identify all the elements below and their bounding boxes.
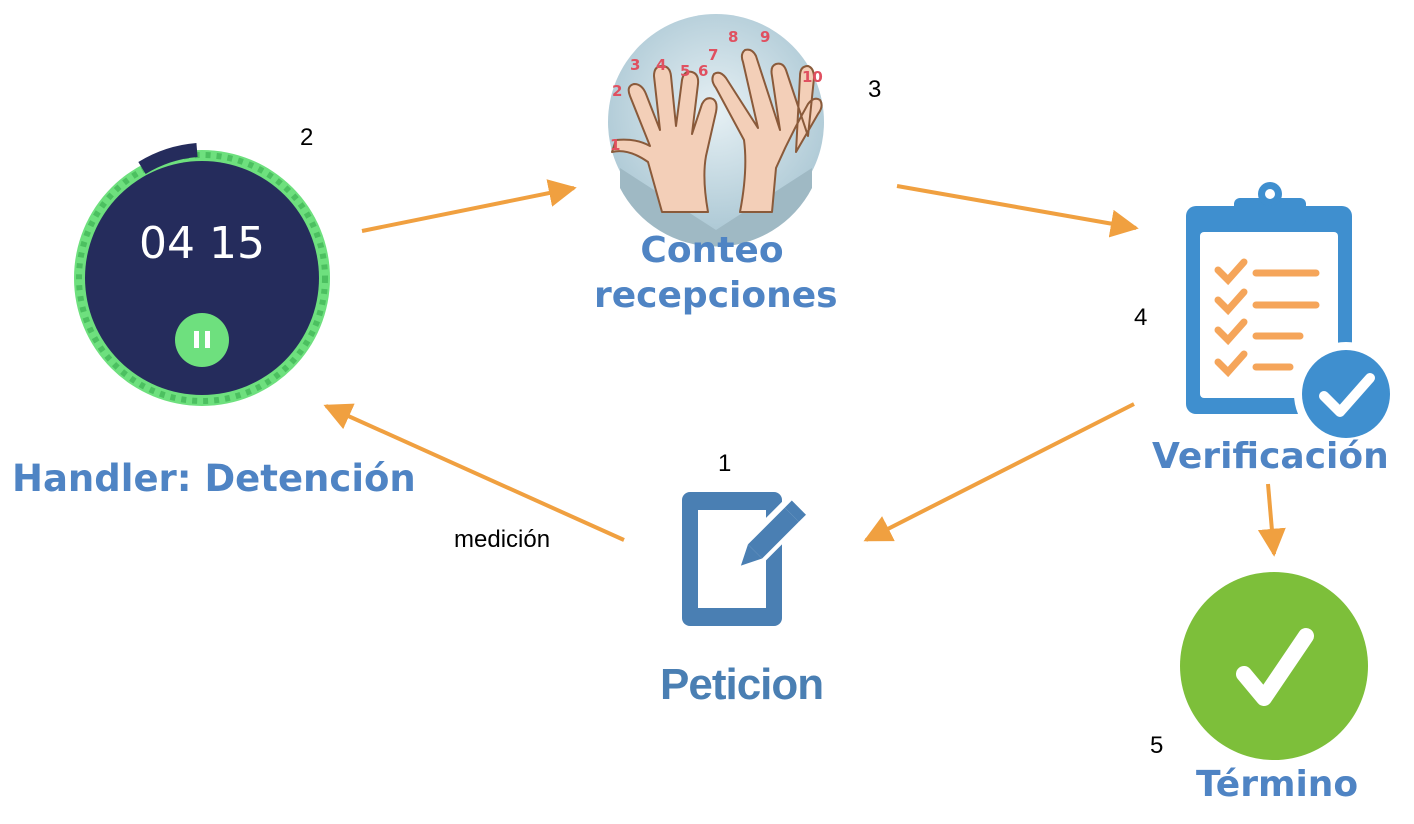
finger-number: 5 — [680, 62, 690, 80]
conteo-label: Conteo recepciones — [594, 228, 838, 318]
conteo-label-line1: Conteo — [640, 230, 784, 271]
counting-hands-icon: 1 2 3 4 5 6 7 8 9 10 — [608, 14, 824, 247]
finger-number: 1 — [610, 136, 620, 154]
conteo-label-line2: recepciones — [594, 275, 838, 316]
finger-number: 4 — [656, 56, 666, 74]
finger-number: 3 — [630, 56, 640, 74]
finger-number: 10 — [802, 68, 823, 86]
edge-verificacion-to-termino — [1257, 483, 1286, 557]
peticion-step-number: 1 — [718, 450, 732, 477]
edit-document-icon — [682, 492, 806, 626]
peticion-label: Peticion — [660, 660, 824, 709]
edge-conteo-to-verificacion — [896, 184, 1139, 238]
handler-step-number: 2 — [300, 124, 314, 151]
completed-check-icon — [1180, 572, 1368, 760]
termino-step-number: 5 — [1150, 732, 1164, 759]
handler-label: Handler: Detención — [12, 457, 416, 500]
edge-verificacion-to-peticion — [863, 402, 1135, 542]
verificacion-step-number: 4 — [1134, 304, 1148, 331]
finger-number: 9 — [760, 28, 770, 46]
timer-readout: 04 15 — [139, 218, 265, 269]
finger-number: 8 — [728, 28, 738, 46]
check-icon — [1319, 373, 1375, 417]
edge-peticion-to-handler — [323, 403, 625, 542]
finger-numbers: 1 2 3 4 5 6 7 8 9 10 — [610, 28, 823, 154]
edge-label-medicion: medición — [454, 526, 551, 553]
timer-icon — [74, 143, 330, 406]
edge-handler-to-conteo — [361, 179, 577, 233]
clipboard-checklist-icon — [1186, 182, 1398, 446]
conteo-step-number: 3 — [868, 76, 882, 103]
termino-label: Término — [1196, 764, 1359, 805]
finger-number: 7 — [708, 46, 718, 64]
finger-number: 6 — [698, 62, 708, 80]
finger-number: 2 — [612, 82, 622, 100]
verificacion-label: Verificación — [1152, 436, 1389, 477]
pause-button-icon — [175, 313, 229, 367]
